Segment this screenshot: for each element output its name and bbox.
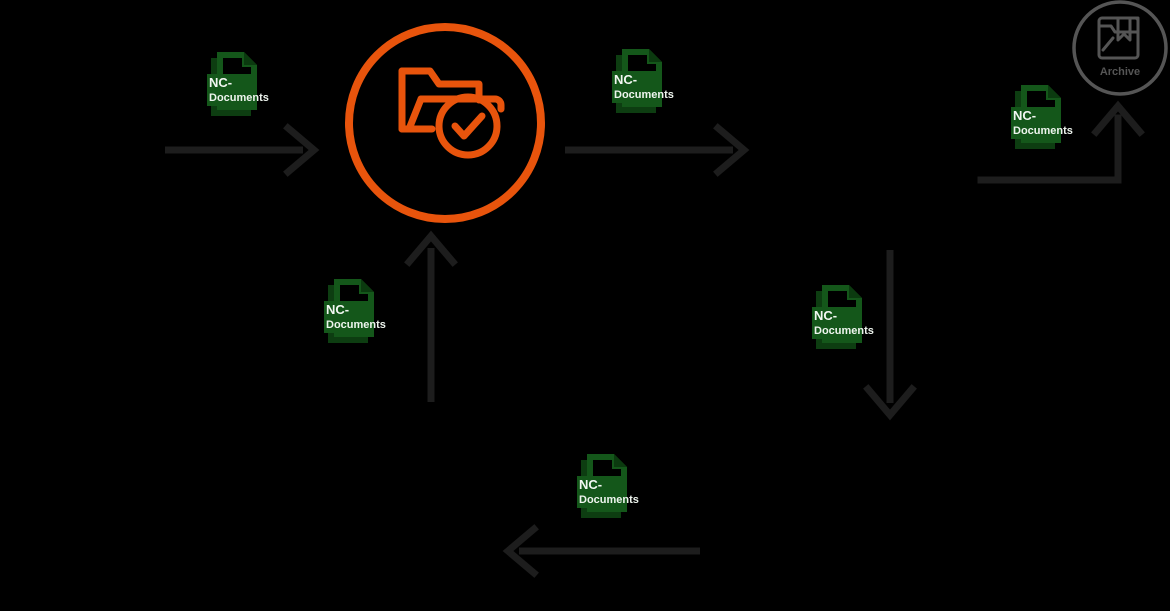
arrow-upstream — [404, 230, 458, 402]
arrow-to-archive — [977, 100, 1145, 184]
arrow-outbound — [565, 123, 750, 177]
archive-folder-icon — [1097, 16, 1140, 60]
document-label-plate — [612, 71, 662, 103]
folder-check-icon — [398, 67, 505, 159]
document-label-plate — [207, 74, 257, 106]
process-ring — [345, 23, 545, 223]
arrow-inbound — [165, 123, 320, 177]
arrow-return — [502, 524, 700, 578]
document-label-plate — [324, 301, 374, 333]
document-node-archive-feed[interactable]: NC- Documents — [1011, 81, 1073, 157]
archive-node[interactable]: Archive — [1070, 0, 1170, 98]
document-label-plate — [812, 307, 862, 339]
document-node-return[interactable]: NC- Documents — [577, 450, 639, 526]
central-process-node[interactable] — [345, 23, 545, 223]
document-node-downstream[interactable]: NC- Documents — [812, 281, 874, 357]
archive-label: Archive — [1100, 66, 1140, 78]
document-label-plate — [1011, 107, 1061, 139]
arrow-downstream — [863, 250, 917, 421]
archive-ring — [1072, 0, 1168, 96]
document-label-plate — [577, 476, 627, 508]
document-node-inbound[interactable]: NC- Documents — [207, 48, 269, 124]
document-node-outbound[interactable]: NC- Documents — [612, 45, 674, 121]
document-node-upstream[interactable]: NC- Documents — [324, 275, 386, 351]
